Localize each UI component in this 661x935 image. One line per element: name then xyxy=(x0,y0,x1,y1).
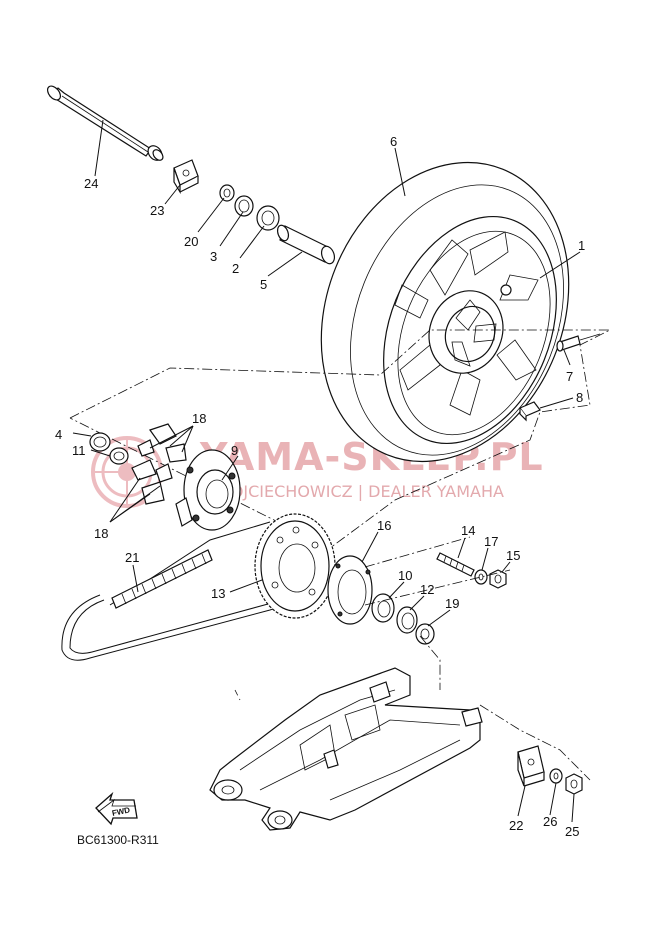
part-chain-puller-left xyxy=(173,159,199,195)
callout-20: 20 xyxy=(184,234,198,249)
callout-4: 4 xyxy=(55,427,62,442)
callout-11: 11 xyxy=(72,443,86,458)
part-drive-chain xyxy=(61,521,295,661)
part-spacer-5 xyxy=(276,224,336,265)
part-washer-17 xyxy=(474,569,488,585)
callout-15: 15 xyxy=(506,548,520,563)
part-washer-26 xyxy=(549,768,563,784)
part-rear-wheel xyxy=(320,161,601,463)
part-axle xyxy=(46,85,164,161)
callout-6: 6 xyxy=(390,134,397,149)
callout-14: 14 xyxy=(461,523,475,538)
callout-7: 7 xyxy=(566,369,573,384)
part-chain-puller-right-22 xyxy=(517,745,545,787)
part-oil-seal-3 xyxy=(234,195,254,217)
callout-12: 12 xyxy=(420,582,434,597)
part-clutch-hub-9 xyxy=(175,449,241,531)
part-bearing-2 xyxy=(256,205,280,231)
callout-1: 1 xyxy=(578,238,585,253)
part-stud-bolt-14 xyxy=(436,552,475,577)
fwd-label: FWD xyxy=(111,805,131,818)
watermark-tagline: WOJCIECHOWICZ | DEALER YAMAHA xyxy=(215,482,504,501)
part-damper-18 xyxy=(131,423,187,505)
callout-26: 26 xyxy=(543,814,557,829)
callout-19: 19 xyxy=(445,596,459,611)
callout-16: 16 xyxy=(377,518,391,533)
part-balance-weight-8 xyxy=(519,401,541,422)
callout-3: 3 xyxy=(210,249,217,264)
callout-9: 9 xyxy=(231,443,238,458)
callout-23: 23 xyxy=(150,203,164,218)
part-collar-19 xyxy=(415,623,435,645)
callout-5: 5 xyxy=(260,277,267,292)
reference-code: BC61300-R311 xyxy=(77,833,159,847)
callout-24: 24 xyxy=(84,176,98,191)
callouts: 24 23 20 3 2 5 6 1 7 8 18 4 11 9 18 16 1… xyxy=(55,134,585,839)
part-oil-seal-12 xyxy=(396,606,418,634)
part-nut-15 xyxy=(489,569,507,589)
callout-18-bottom: 18 xyxy=(94,526,108,541)
callout-10: 10 xyxy=(398,568,412,583)
callout-22: 22 xyxy=(509,818,523,833)
callout-17: 17 xyxy=(484,534,498,549)
callout-8: 8 xyxy=(576,390,583,405)
part-sprocket-13 xyxy=(254,513,336,619)
callout-2: 2 xyxy=(232,261,239,276)
callout-13: 13 xyxy=(211,586,225,601)
part-collar-20 xyxy=(219,184,235,202)
part-valve-7 xyxy=(556,333,601,352)
part-plate-16 xyxy=(327,555,373,625)
part-swingarm xyxy=(209,667,483,831)
part-bearing-4 xyxy=(89,432,111,452)
callout-25: 25 xyxy=(565,824,579,839)
part-collar-11 xyxy=(109,447,129,465)
callout-21: 21 xyxy=(125,550,139,565)
assembly-lines xyxy=(234,536,591,781)
fwd-arrow-icon: FWD xyxy=(95,791,138,826)
chain-links-segment xyxy=(111,549,213,609)
callout-18-top: 18 xyxy=(192,411,206,426)
part-bearing-10 xyxy=(371,593,395,623)
part-nut-25 xyxy=(565,773,583,795)
leader-lines xyxy=(72,119,581,823)
